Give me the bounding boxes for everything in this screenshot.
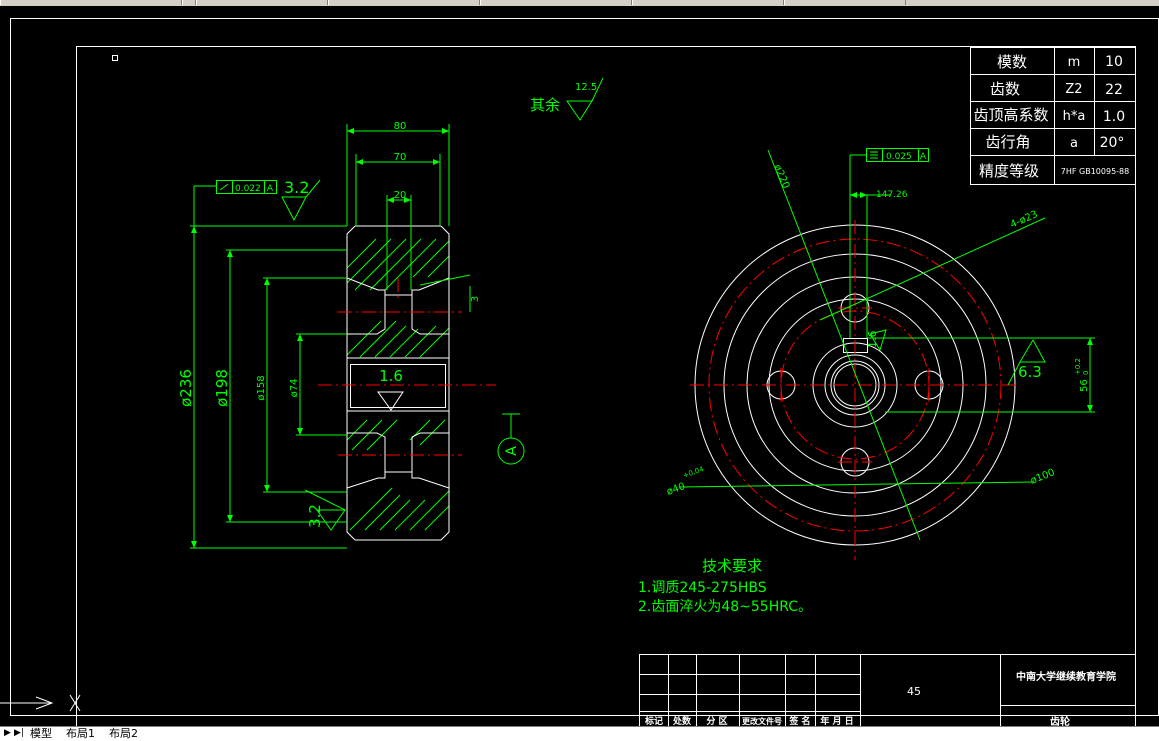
title-header-mark: 标记: [644, 715, 663, 726]
bore-inner: [830, 360, 880, 410]
dim-key-tol-up: +0.2: [1074, 358, 1082, 375]
param-name-teeth: 齿数: [990, 80, 1020, 98]
dim-key-tol-dn: 0: [1082, 371, 1090, 375]
param-symbol-angle: a: [1070, 136, 1078, 151]
drawing-canvas[interactable]: 模数 m 10 齿数 Z2 22 齿顶高系数 h*a 1.0 齿行角 a 20°…: [0, 6, 1159, 726]
tab-layout-2[interactable]: 布局2: [109, 727, 138, 740]
tab-scroll-end-icon[interactable]: ▶|: [14, 728, 24, 738]
dim-dia-158: ø158: [256, 375, 267, 400]
dim-key-56: 56: [1079, 379, 1090, 392]
front-view: ø220 147.26 4-ø23 ø40 +0.04 ø100 56 +0.2…: [665, 148, 1095, 560]
title-header-sign: 签 名: [788, 715, 810, 726]
param-value-module: 10: [1105, 54, 1123, 70]
window-top-strip: [0, 0, 1159, 6]
param-name-angle: 齿行角: [985, 133, 1030, 151]
param-name-accuracy: 精度等级: [979, 162, 1039, 180]
dim-dia-74: ø74: [289, 379, 300, 398]
param-symbol-addendum: h*a: [1063, 109, 1086, 124]
symmetry-datum: A: [920, 152, 927, 162]
tech-line-2: 2.齿面淬火为48~55HRC。: [638, 599, 812, 615]
drawing-frame: [76, 46, 1136, 726]
section-dimensions: [190, 77, 604, 549]
roughness-other-value: 12.5: [575, 82, 597, 93]
param-value-addendum: 1.0: [1103, 109, 1125, 125]
dim-dia-236: ø236: [177, 369, 195, 407]
dim-width-80: 80: [394, 121, 407, 132]
title-part-name: 齿轮: [1050, 715, 1070, 726]
title-block: [639, 654, 1135, 726]
tech-line-1: 1.调质245-275HBS: [638, 580, 767, 596]
datum-label: A: [504, 446, 520, 456]
title-header-date: 年 月 日: [820, 715, 853, 726]
roughness-keyway: 6.3: [1018, 363, 1042, 381]
dim-dia-100: ø100: [1029, 467, 1057, 487]
param-value-teeth: 22: [1105, 82, 1123, 98]
title-material: 45: [907, 685, 921, 698]
title-school: 中南大学继续教育学院: [1016, 670, 1116, 683]
param-symbol-module: m: [1068, 55, 1081, 70]
tab-layout-1[interactable]: 布局1: [66, 727, 95, 740]
symmetry-value: 0.025: [886, 152, 912, 162]
runout-value: 0.022: [235, 184, 261, 194]
section-centerlines: [318, 278, 496, 456]
roughness-face: 3.2: [306, 504, 324, 528]
title-header-count: 处数: [672, 715, 692, 726]
runout-datum: A: [267, 184, 274, 194]
param-name-addendum: 齿顶高系数: [973, 106, 1048, 124]
tab-model[interactable]: 模型: [30, 727, 52, 740]
dim-dia-220: ø220: [771, 163, 791, 191]
dim-width-70: 70: [394, 152, 407, 163]
dim-width-20: 20: [394, 190, 407, 201]
roughness-hole: 1.6: [866, 331, 879, 349]
section-view: 80 70 20 ø236 ø198 ø158 ø74 3 0.022 A 3.…: [177, 77, 604, 549]
param-table: [970, 47, 1136, 185]
param-value-accuracy: 7HF GB10095-88: [1061, 167, 1129, 176]
dim-dia-198: ø198: [213, 369, 231, 407]
layout-tab-bar: ▶ ▶| 模型 布局1 布局2: [0, 726, 1159, 741]
dim-dia-40-tol: +0.04: [682, 465, 705, 480]
tab-scroll-right-icon[interactable]: ▶: [4, 728, 11, 738]
roughness-other-label: 其余: [530, 96, 560, 114]
title-header-zone: 分 区: [706, 715, 727, 726]
dim-dia-40: ø40: [665, 481, 686, 498]
dim-key-147: 147.26: [876, 190, 908, 200]
hatch-pattern: [346, 238, 450, 531]
ucs-marker: [112, 55, 118, 61]
roughness-outer: 3.2: [284, 178, 309, 197]
ucs-icon: [0, 694, 81, 712]
dim-chamfer-3: 3: [470, 296, 481, 302]
tech-title: 技术要求: [702, 557, 762, 575]
param-name-module: 模数: [997, 53, 1027, 71]
title-header-doc: 更改文件号: [742, 716, 782, 726]
section-outline: [346, 225, 450, 541]
roughness-bore: 1.6: [379, 367, 403, 385]
tech-requirements: 技术要求 1.调质245-275HBS 2.齿面淬火为48~55HRC。: [638, 557, 812, 615]
param-value-angle: 20°: [1100, 135, 1125, 151]
param-symbol-teeth: Z2: [1065, 82, 1082, 97]
